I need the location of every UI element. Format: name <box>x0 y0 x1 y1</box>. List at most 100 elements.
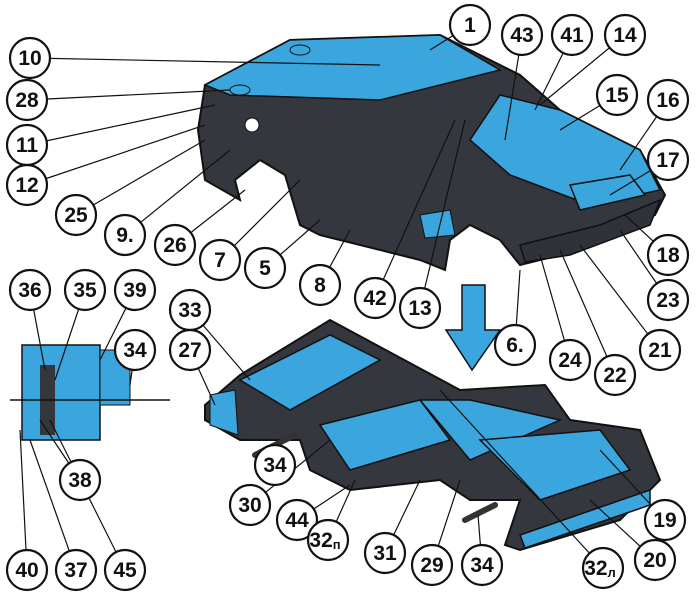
leader-line <box>26 124 206 186</box>
callout-25: 25 <box>54 193 98 237</box>
callout-11: 11 <box>5 123 49 167</box>
callout-circle <box>113 328 157 372</box>
callout-number: 20 <box>643 549 666 572</box>
callout-circle <box>638 328 682 372</box>
callout-number: 26 <box>163 234 186 257</box>
callout-number: 9. <box>116 224 134 247</box>
callout-number: 22 <box>603 364 626 387</box>
callout-circle <box>5 163 49 207</box>
callout-circle <box>298 263 342 307</box>
callout-circle <box>54 548 98 592</box>
callout-circle <box>500 13 544 57</box>
callout-circle <box>493 323 537 367</box>
callout-5: 5 <box>243 246 287 290</box>
callout-circle <box>8 268 52 312</box>
callout-23: 23 <box>646 278 690 322</box>
callout-circle <box>275 498 319 542</box>
callout-1: 1 <box>448 3 492 47</box>
callout-number: 10 <box>18 47 41 70</box>
callout-number: 27 <box>178 339 201 362</box>
callout-circle <box>353 276 397 320</box>
callout-13: 13 <box>398 286 442 330</box>
callout-circle <box>548 338 592 382</box>
callout-number: 8 <box>314 274 326 297</box>
callout-44: 44 <box>275 498 319 542</box>
callout-39: 39 <box>113 268 157 312</box>
callout-number: 38 <box>68 469 92 492</box>
callout-36: 36 <box>8 268 52 312</box>
callout-circle <box>581 546 625 590</box>
callout-14: 14 <box>603 13 647 57</box>
callout-34: 34 <box>113 328 157 372</box>
callout-number: 11 <box>16 134 39 157</box>
callout-number: 18 <box>656 244 680 267</box>
callout-12: 12 <box>5 163 49 207</box>
callout-circle <box>58 458 102 502</box>
callout-circle <box>646 78 690 122</box>
callout-number: 5 <box>259 257 271 280</box>
callout-20: 20 <box>633 538 677 582</box>
callout-number: 36 <box>18 279 41 302</box>
callout-35: 35 <box>63 268 107 312</box>
callout-number: 12 <box>15 174 38 197</box>
callout-22: 22 <box>593 353 637 397</box>
callout-26: 26 <box>153 223 197 267</box>
callout-circle <box>460 543 504 587</box>
callout-number: 37 <box>64 559 87 582</box>
callout-number: 28 <box>15 89 39 112</box>
callout-number: 6. <box>506 334 524 357</box>
callout-number: 23 <box>656 289 679 312</box>
callout-circle <box>54 193 98 237</box>
callout-number: 30 <box>238 494 261 517</box>
callout-circle <box>243 246 287 290</box>
car-body-upper <box>196 33 667 272</box>
callout-circle <box>646 233 690 277</box>
leader-line <box>419 119 466 309</box>
callout-circle <box>633 538 677 582</box>
callout-number: 17 <box>656 149 679 172</box>
callout-circle <box>198 238 242 282</box>
callout-28: 28 <box>5 78 49 122</box>
callout-16: 16 <box>646 78 690 122</box>
callout-circle <box>646 138 690 182</box>
callout-32: 32л <box>581 546 625 590</box>
leader-line <box>374 119 456 299</box>
leader-line <box>26 104 216 146</box>
callout-circle <box>168 328 212 372</box>
callout-42: 42 <box>353 276 397 320</box>
callout-31: 31 <box>363 531 407 575</box>
down-arrow-icon <box>444 284 502 372</box>
callout-30: 30 <box>228 483 272 527</box>
callout-circle <box>363 531 407 575</box>
callout-17: 17 <box>646 138 690 182</box>
callout-40: 40 <box>5 548 49 592</box>
callout-number: 21 <box>648 339 672 362</box>
callout-10: 10 <box>8 36 52 80</box>
callout-circle <box>228 483 272 527</box>
callout-21: 21 <box>638 328 682 372</box>
leader-line <box>26 89 231 101</box>
callout-number: 7 <box>214 249 226 272</box>
callout-number: 34 <box>263 454 287 477</box>
callout-45: 45 <box>103 548 147 592</box>
leader-line <box>559 249 616 376</box>
callout-number: 33 <box>178 299 201 322</box>
callout-circle <box>153 223 197 267</box>
leader-line <box>439 389 604 569</box>
leader-line <box>75 139 206 216</box>
callout-number: 41 <box>560 24 584 47</box>
callout-29: 29 <box>410 543 454 587</box>
callout-6: 6. <box>493 323 537 367</box>
callout-circle <box>113 268 157 312</box>
callout-38: 38 <box>58 458 102 502</box>
callout-circle <box>103 548 147 592</box>
callout-number: 45 <box>113 559 137 582</box>
callout-9: 9. <box>103 213 147 257</box>
callout-circle <box>398 286 442 330</box>
callout-number: 31 <box>373 542 397 565</box>
callout-number: 42 <box>363 287 386 310</box>
callout-18: 18 <box>646 233 690 277</box>
callout-19: 19 <box>643 498 687 542</box>
